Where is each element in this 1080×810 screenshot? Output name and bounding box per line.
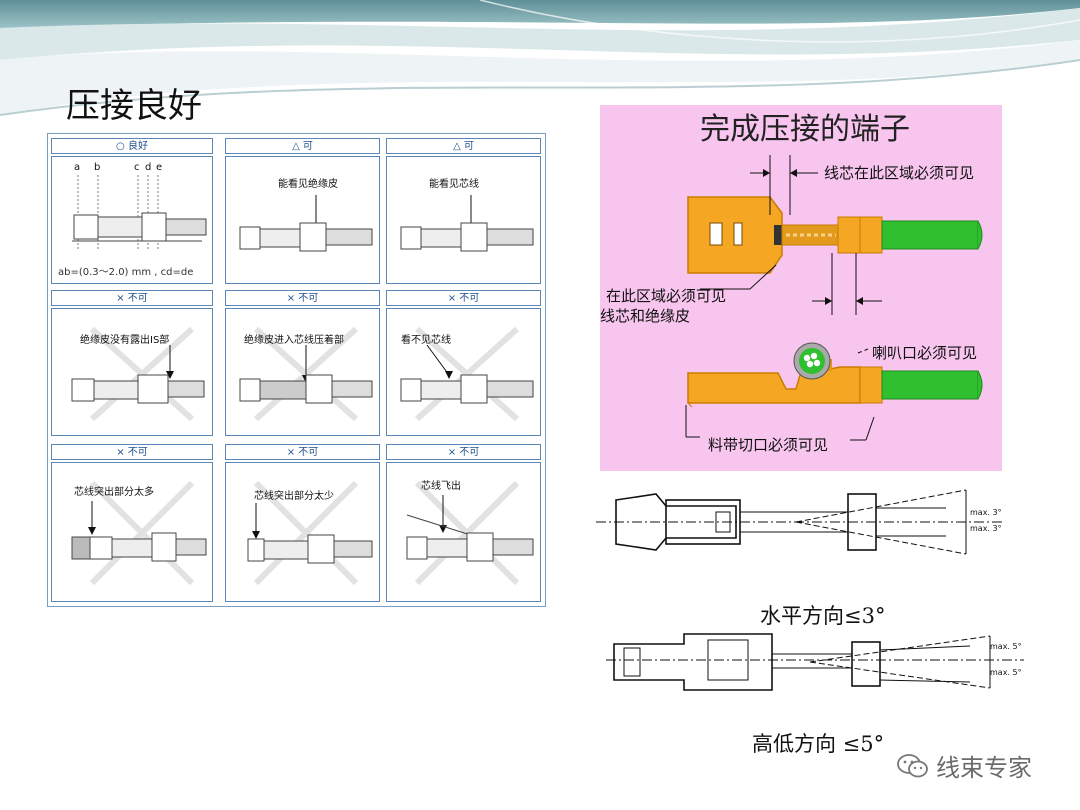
grid-cell-note: 芯线飞出 <box>421 481 461 492</box>
grid-cell-header: × 不可 <box>51 290 213 306</box>
slide-title: 压接良好 <box>66 86 202 126</box>
grid-cell-bad-core-too-long: 芯线突出部分太多 <box>51 462 213 602</box>
crimped-terminal-panel <box>600 105 1002 471</box>
crimp-sketch <box>406 480 534 586</box>
grid-cell-header: × 不可 <box>386 290 541 306</box>
watermark: 线束专家 <box>896 748 1032 783</box>
note-zone-line1: 在此区域必须可见 <box>606 287 727 305</box>
grid-cell-bad-core-not-visible: 看不见芯线 <box>386 308 541 436</box>
grid-cell-bad-core-strays: 芯线飞出 <box>386 462 541 602</box>
dimension-label-a: a <box>74 162 87 173</box>
grid-cell-note: 看不见芯线 <box>401 335 451 346</box>
grid-cell-acceptable-insulation: 能看见绝缘皮 <box>225 156 380 284</box>
grid-cell-header: × 不可 <box>225 444 380 460</box>
grid-cell-bad-core-too-short: 芯线突出部分太少 <box>225 462 380 602</box>
grid-cell-note: 芯线突出部分太少 <box>254 491 334 502</box>
horizontal-angle-diagram <box>596 489 1004 555</box>
grid-cell-note: 芯线突出部分太多 <box>74 487 154 498</box>
dimension-label-c: c <box>134 162 140 173</box>
dimension-label-b: b <box>94 162 101 173</box>
vertical-max-bottom: max. 5° <box>990 668 1022 677</box>
grid-cell-note: 能看见绝缘皮 <box>278 179 338 190</box>
note-carrier-cut: 料带切口必须可见 <box>708 436 829 454</box>
header-wave-band <box>0 0 1080 116</box>
wechat-icon <box>897 753 928 777</box>
grid-cell-header: × 不可 <box>386 444 541 460</box>
horizontal-max-bottom: max. 3° <box>970 524 1002 533</box>
note-zone-line2: 线芯和绝缘皮 <box>600 307 691 325</box>
grid-cell-header: △ 可 <box>386 138 541 154</box>
crimp-sketch <box>247 480 373 586</box>
vertical-angle-diagram <box>606 633 1024 691</box>
vertical-max-top: max. 5° <box>990 642 1022 651</box>
grid-cell-bad-insulation-not-exposed: 绝缘皮没有露出IS部 <box>51 308 213 436</box>
vertical-angle-caption: 高低方向 ≤5° <box>752 732 885 756</box>
grid-cell-note: 能看见芯线 <box>429 179 479 190</box>
dimension-label-d: d <box>145 162 152 173</box>
note-core-visible: 线芯在此区域必须可见 <box>824 164 975 182</box>
grid-cell-acceptable-core: 能看见芯线 <box>386 156 541 284</box>
dimension-label-e: e <box>156 162 163 173</box>
crimp-sketch <box>71 326 205 422</box>
crimp-sketch <box>400 195 534 252</box>
crimp-sketch <box>239 326 373 422</box>
grid-cell-header: × 不可 <box>51 444 213 460</box>
note-bellmouth: 喇叭口必须可见 <box>872 344 978 362</box>
crimp-sketch <box>400 326 534 422</box>
crimp-quality-grid: ○ 良好 a b c d e ab=(0.3～2.0) mm , cd=de △… <box>47 133 546 607</box>
crimped-terminal-drawing <box>685 155 983 441</box>
dimension-note: ab=(0.3～2.0) mm , cd=de <box>58 267 194 278</box>
crimped-terminal-title: 完成压接的端子 <box>700 112 910 147</box>
grid-cell-bad-insulation-in-core: 绝缘皮进入芯线压着部 <box>225 308 380 436</box>
grid-cell-header: △ 可 <box>225 138 380 154</box>
crimp-sketch <box>72 175 207 249</box>
crimp-sketch <box>71 480 207 586</box>
grid-cell-header: ○ 良好 <box>51 138 213 154</box>
grid-cell-header: × 不可 <box>225 290 380 306</box>
horizontal-angle-caption: 水平方向≤3° <box>760 604 886 628</box>
grid-cell-note: 绝缘皮进入芯线压着部 <box>244 335 344 346</box>
grid-cell-note: 绝缘皮没有露出IS部 <box>80 335 170 346</box>
crimp-sketch <box>239 195 373 252</box>
grid-cell-good: a b c d e ab=(0.3～2.0) mm , cd=de <box>51 156 213 284</box>
watermark-text: 线束专家 <box>936 754 1032 782</box>
horizontal-max-top: max. 3° <box>970 508 1002 517</box>
